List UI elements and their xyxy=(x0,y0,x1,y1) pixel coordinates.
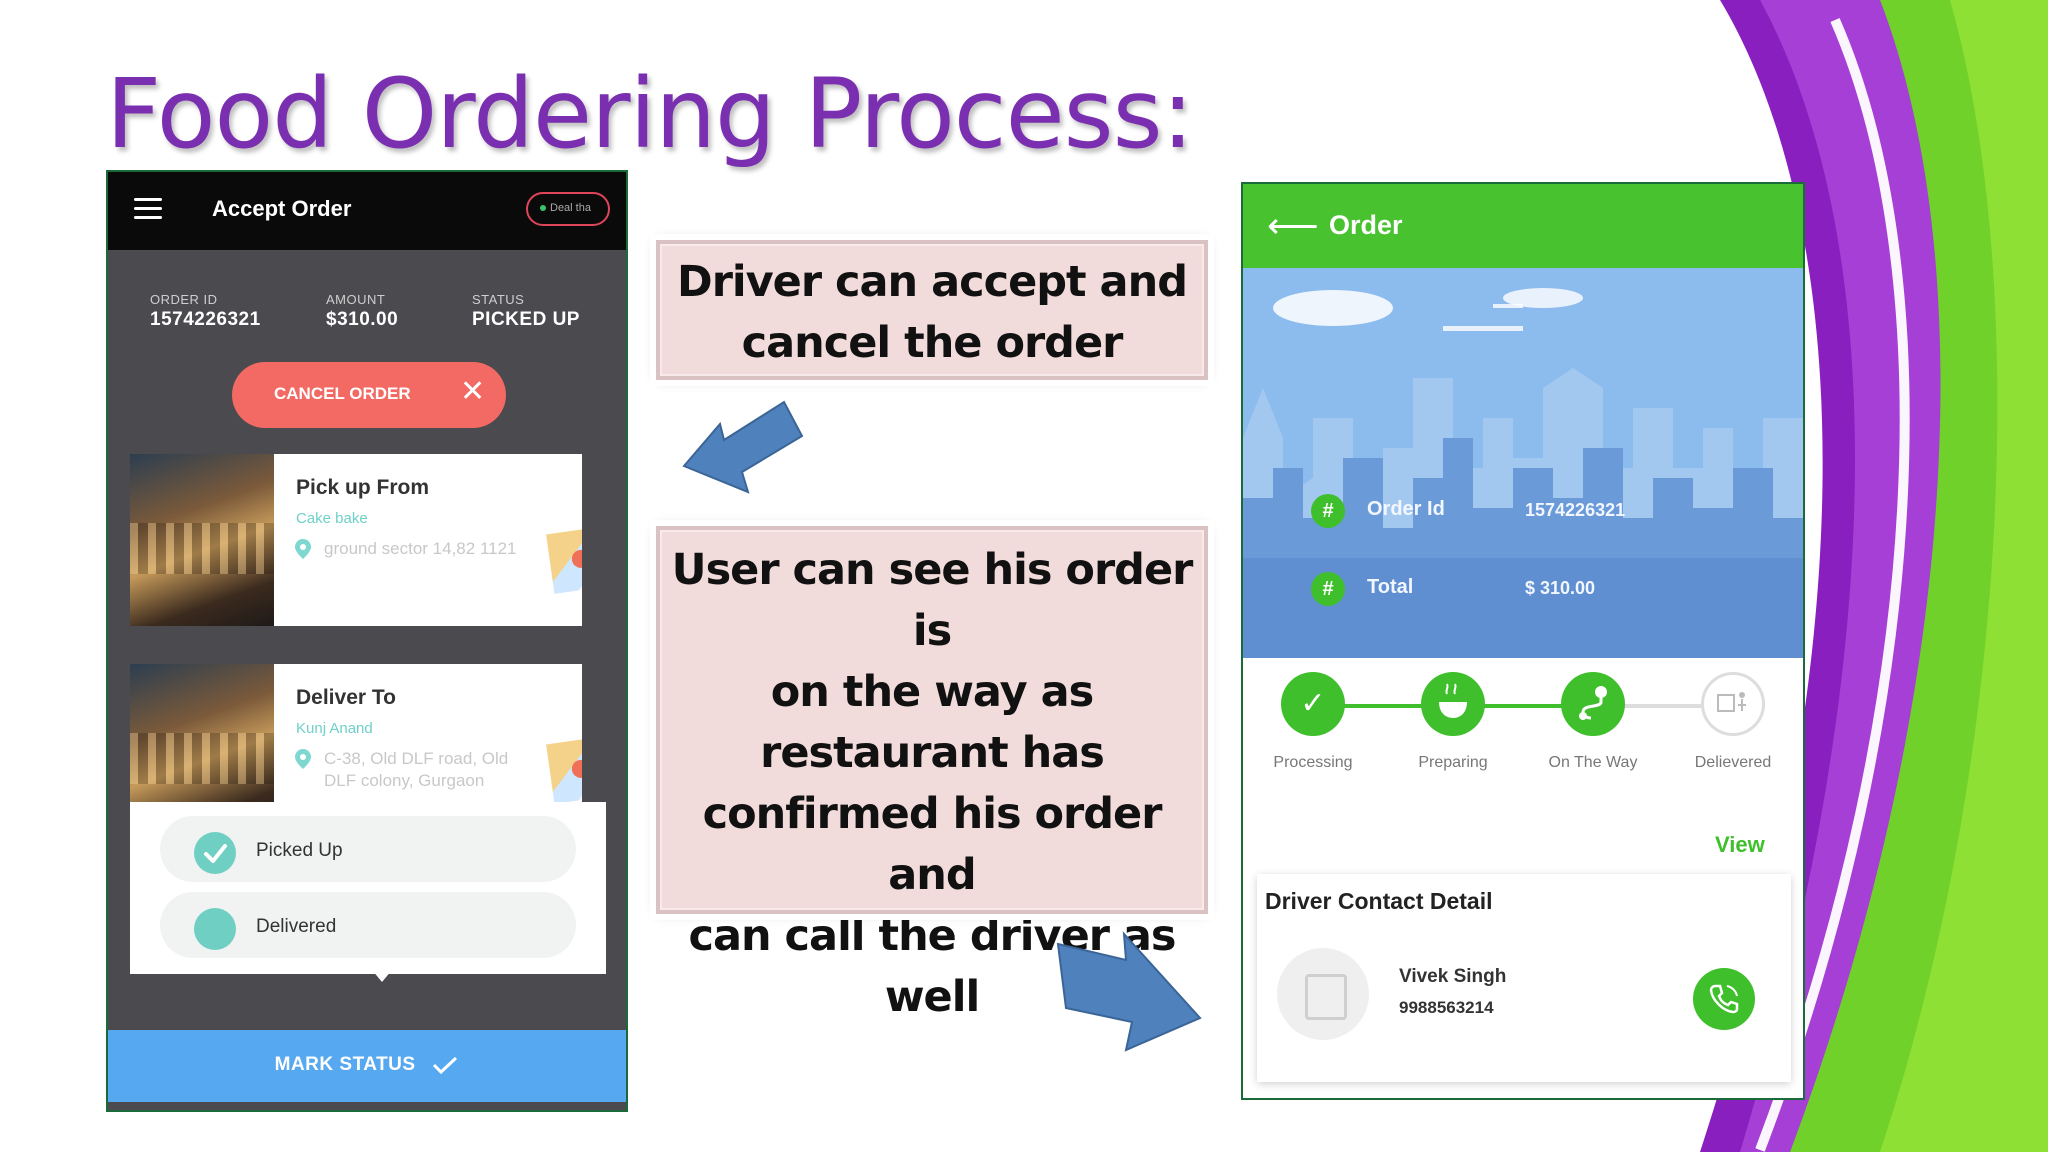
order-id-block: ORDER ID 1574226321 xyxy=(150,292,261,331)
amount-block: AMOUNT $310.00 xyxy=(326,292,398,331)
route-icon xyxy=(1561,672,1625,736)
callout-line: on the way as xyxy=(770,667,1094,717)
popup-pointer xyxy=(372,970,392,982)
step-label: Preparing xyxy=(1418,754,1488,771)
callout-line: cancel the order xyxy=(741,318,1124,368)
city-skyline-illustration xyxy=(1243,268,1803,658)
status-option-label: Delivered xyxy=(256,916,337,937)
user-app-title: Order xyxy=(1329,210,1403,240)
driver-avatar xyxy=(1277,948,1369,1040)
status-label: STATUS xyxy=(472,292,525,307)
callout-line: Driver can accept and xyxy=(677,257,1188,307)
driver-contact-title: Driver Contact Detail xyxy=(1265,888,1493,914)
driver-callout-box: Driver can accept and cancel the order xyxy=(650,234,1214,386)
callout-line: restaurant has xyxy=(760,728,1105,778)
pickup-name: Cake bake xyxy=(296,510,368,527)
status-block: STATUS PICKED UP xyxy=(472,292,580,331)
total-value: $ 310.00 xyxy=(1525,578,1596,598)
step-label: On The Way xyxy=(1548,754,1638,771)
duty-toggle-label: Deal tha xyxy=(550,202,591,214)
check-icon: ✓ xyxy=(1281,672,1345,736)
cooking-bowl-icon xyxy=(1421,672,1485,736)
callout-line: User can see his order is xyxy=(671,545,1194,656)
map-thumbnail-icon[interactable] xyxy=(546,526,582,594)
radio-icon xyxy=(194,908,236,950)
check-icon xyxy=(433,1056,458,1075)
status-value: PICKED UP xyxy=(472,309,580,330)
back-arrow-icon[interactable]: ⟵ xyxy=(1267,205,1319,246)
status-option-delivered[interactable]: Delivered xyxy=(160,892,576,958)
pickup-heading: Pick up From xyxy=(296,476,430,499)
order-id-value: 1574226321 xyxy=(150,309,261,330)
cancel-order-label: CANCEL ORDER xyxy=(274,384,411,403)
driver-name: Vivek Singh xyxy=(1399,966,1507,987)
status-popup: Picked Up Delivered xyxy=(130,802,606,982)
driver-app-title: Accept Order xyxy=(212,196,352,221)
check-icon xyxy=(194,832,236,874)
pickup-card[interactable]: Pick up From Cake bake ground sector 14,… xyxy=(130,454,582,626)
amount-value: $310.00 xyxy=(326,309,399,330)
status-option-label: Picked Up xyxy=(256,840,343,861)
hash-icon: # xyxy=(1311,572,1345,606)
deliver-address-line2: DLF colony, Gurgaon xyxy=(324,771,485,790)
location-pin-icon xyxy=(295,539,311,559)
pickup-address: ground sector 14,82 1121 xyxy=(324,539,517,558)
total-label: Total xyxy=(1367,576,1414,598)
order-progress-tracker: ✓ Processing Preparing On The Way Deliev… xyxy=(1243,668,1803,788)
deliver-card[interactable]: Deliver To Kunj Anand C-38, Old DLF road… xyxy=(130,664,582,836)
status-option-picked-up[interactable]: Picked Up xyxy=(160,816,576,882)
callout-line: well xyxy=(884,972,980,1022)
call-driver-button[interactable] xyxy=(1693,968,1755,1030)
right-arrow-icon xyxy=(1056,931,1202,1052)
driver-app-screenshot: Accept Order Deal tha ORDER ID 157422632… xyxy=(106,170,628,1112)
view-link[interactable]: View xyxy=(1715,832,1765,857)
deliver-address-line1: C-38, Old DLF road, Old xyxy=(324,749,509,768)
restaurant-photo xyxy=(130,454,274,626)
hamburger-icon[interactable] xyxy=(134,198,162,220)
deliver-name: Kunj Anand xyxy=(296,720,373,737)
callout-line: confirmed his order and xyxy=(702,789,1163,900)
user-app-header: ⟵ Order xyxy=(1243,184,1803,268)
step-label: Processing xyxy=(1273,754,1353,771)
order-id-value: 1574226321 xyxy=(1525,500,1626,520)
mark-status-label: MARK STATUS xyxy=(274,1054,416,1075)
deliver-heading: Deliver To xyxy=(296,686,396,709)
location-pin-icon xyxy=(295,749,311,769)
user-callout-box: User can see his order is on the way as … xyxy=(650,520,1214,1022)
duty-toggle[interactable]: Deal tha xyxy=(526,192,610,226)
order-id-label: Order Id xyxy=(1367,498,1445,520)
cancel-order-button[interactable]: CANCEL ORDER ✕ xyxy=(232,362,506,428)
driver-contact-card: Driver Contact Detail Vivek Singh 998856… xyxy=(1257,874,1791,1082)
left-arrow-icon xyxy=(682,400,804,494)
mark-status-button[interactable]: MARK STATUS xyxy=(108,1030,626,1102)
hash-icon: # xyxy=(1311,494,1345,528)
order-id-label: ORDER ID xyxy=(150,292,218,307)
driver-app-header: Accept Order Deal tha xyxy=(108,172,626,250)
amount-label: AMOUNT xyxy=(326,292,386,307)
city-banner: # Order Id 1574226321 # Total $ 310.00 xyxy=(1243,268,1803,658)
close-icon: ✕ xyxy=(460,375,486,408)
status-dot-icon xyxy=(540,205,546,211)
delivery-person-icon xyxy=(1701,672,1765,736)
progress-line-remaining xyxy=(1593,704,1733,708)
deliver-address: C-38, Old DLF road, Old DLF colony, Gurg… xyxy=(324,748,574,792)
phone-icon xyxy=(1709,984,1739,1014)
driver-phone: 9988563214 xyxy=(1399,998,1494,1017)
user-app-screenshot: ⟵ Order # Order Id 1574226321 # Total $ … xyxy=(1241,182,1805,1100)
slide-title: Food Ordering Process: xyxy=(106,58,1194,170)
step-label: Delievered xyxy=(1694,754,1772,771)
map-thumbnail-icon[interactable] xyxy=(546,736,582,804)
